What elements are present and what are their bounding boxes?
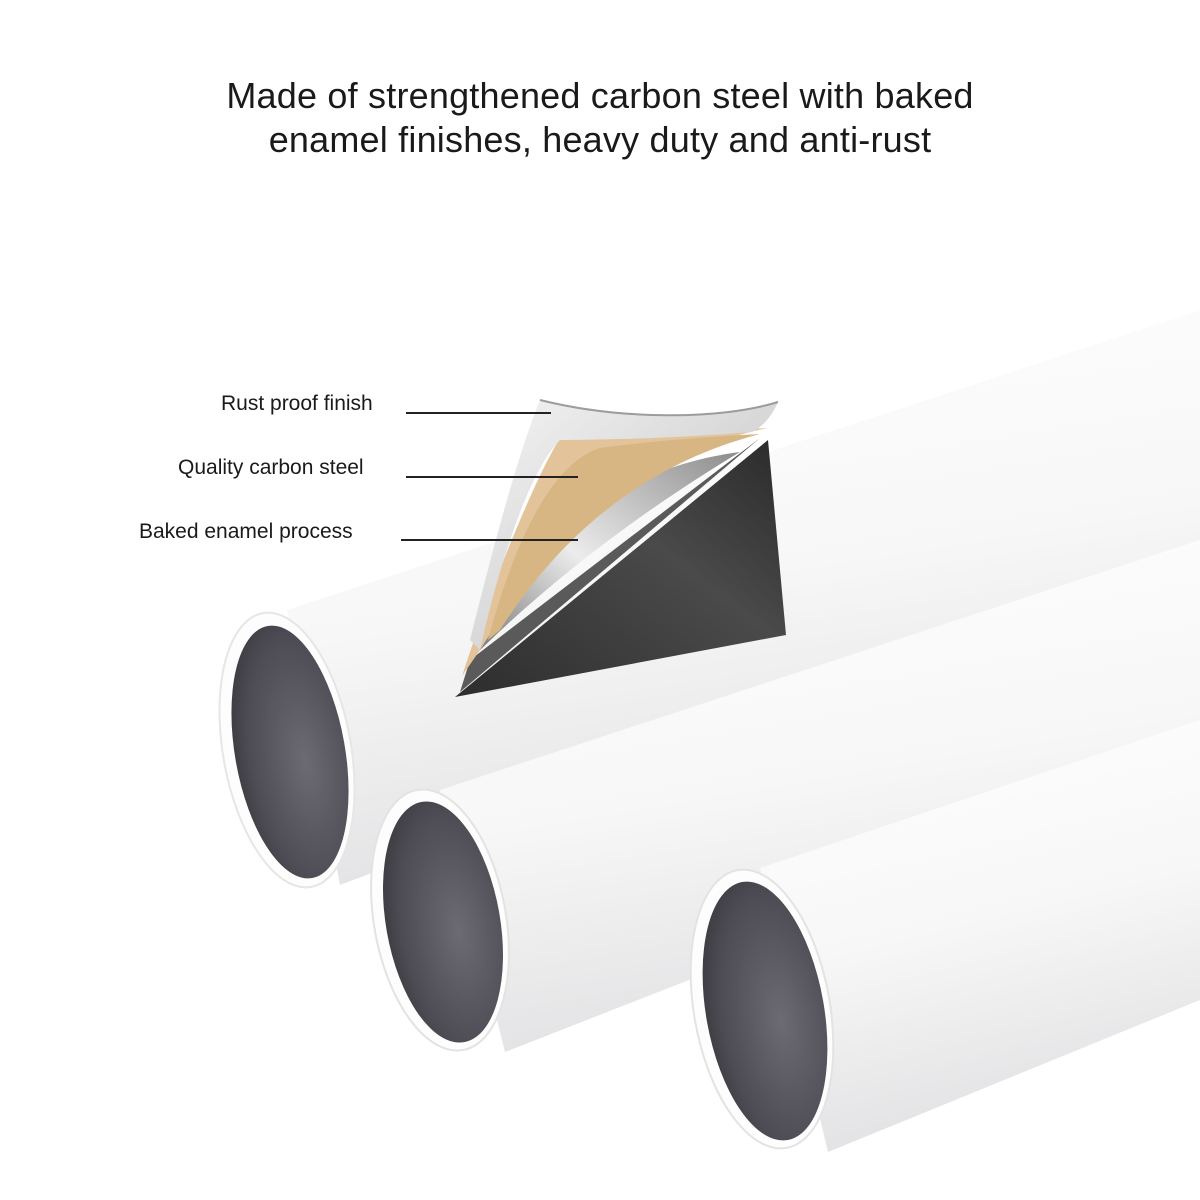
layer-cutaway <box>455 399 786 697</box>
tube-bottom <box>689 720 1200 1152</box>
headline-line-1: Made of strengthened carbon steel with b… <box>226 75 974 116</box>
headline: Made of strengthened carbon steel with b… <box>100 74 1100 162</box>
rust-proof-film-layer <box>470 400 778 650</box>
leader-line-rust-proof <box>406 412 551 414</box>
headline-line-2: enamel finishes, heavy duty and anti-rus… <box>268 119 932 160</box>
tube-middle-opening <box>383 801 503 1043</box>
leader-line-baked-enamel <box>401 539 578 541</box>
callout-baked-enamel-process: Baked enamel process <box>139 520 353 543</box>
leader-line-carbon-steel <box>406 476 578 478</box>
carbon-steel-layer <box>455 440 786 697</box>
enamel-base-layer <box>462 428 768 676</box>
tube-top-opening <box>231 625 349 879</box>
callout-quality-carbon-steel: Quality carbon steel <box>178 456 364 479</box>
tube-bottom-opening <box>702 881 828 1141</box>
tube-middle <box>370 540 1200 1052</box>
callout-rust-proof-finish: Rust proof finish <box>221 392 373 415</box>
